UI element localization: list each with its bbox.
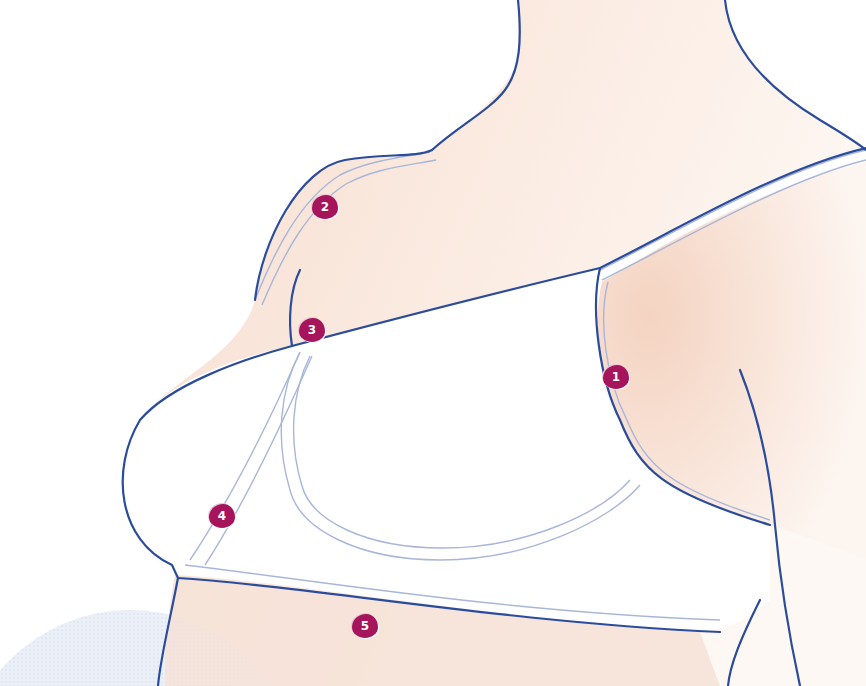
callout-number: 3 [308, 324, 316, 336]
callout-number: 5 [361, 620, 369, 632]
bra-seams [185, 150, 866, 620]
callout-number: 1 [612, 371, 620, 383]
callout-number: 4 [218, 510, 226, 522]
callout-marker: 5 [352, 614, 378, 638]
outlines [123, 0, 866, 686]
skin [123, 0, 866, 686]
callout-marker: 1 [603, 365, 629, 389]
callout-marker: 3 [299, 318, 325, 342]
bra [123, 148, 866, 632]
callout-number: 2 [321, 201, 329, 213]
callout-marker: 2 [312, 195, 338, 219]
callout-marker: 4 [209, 504, 235, 528]
